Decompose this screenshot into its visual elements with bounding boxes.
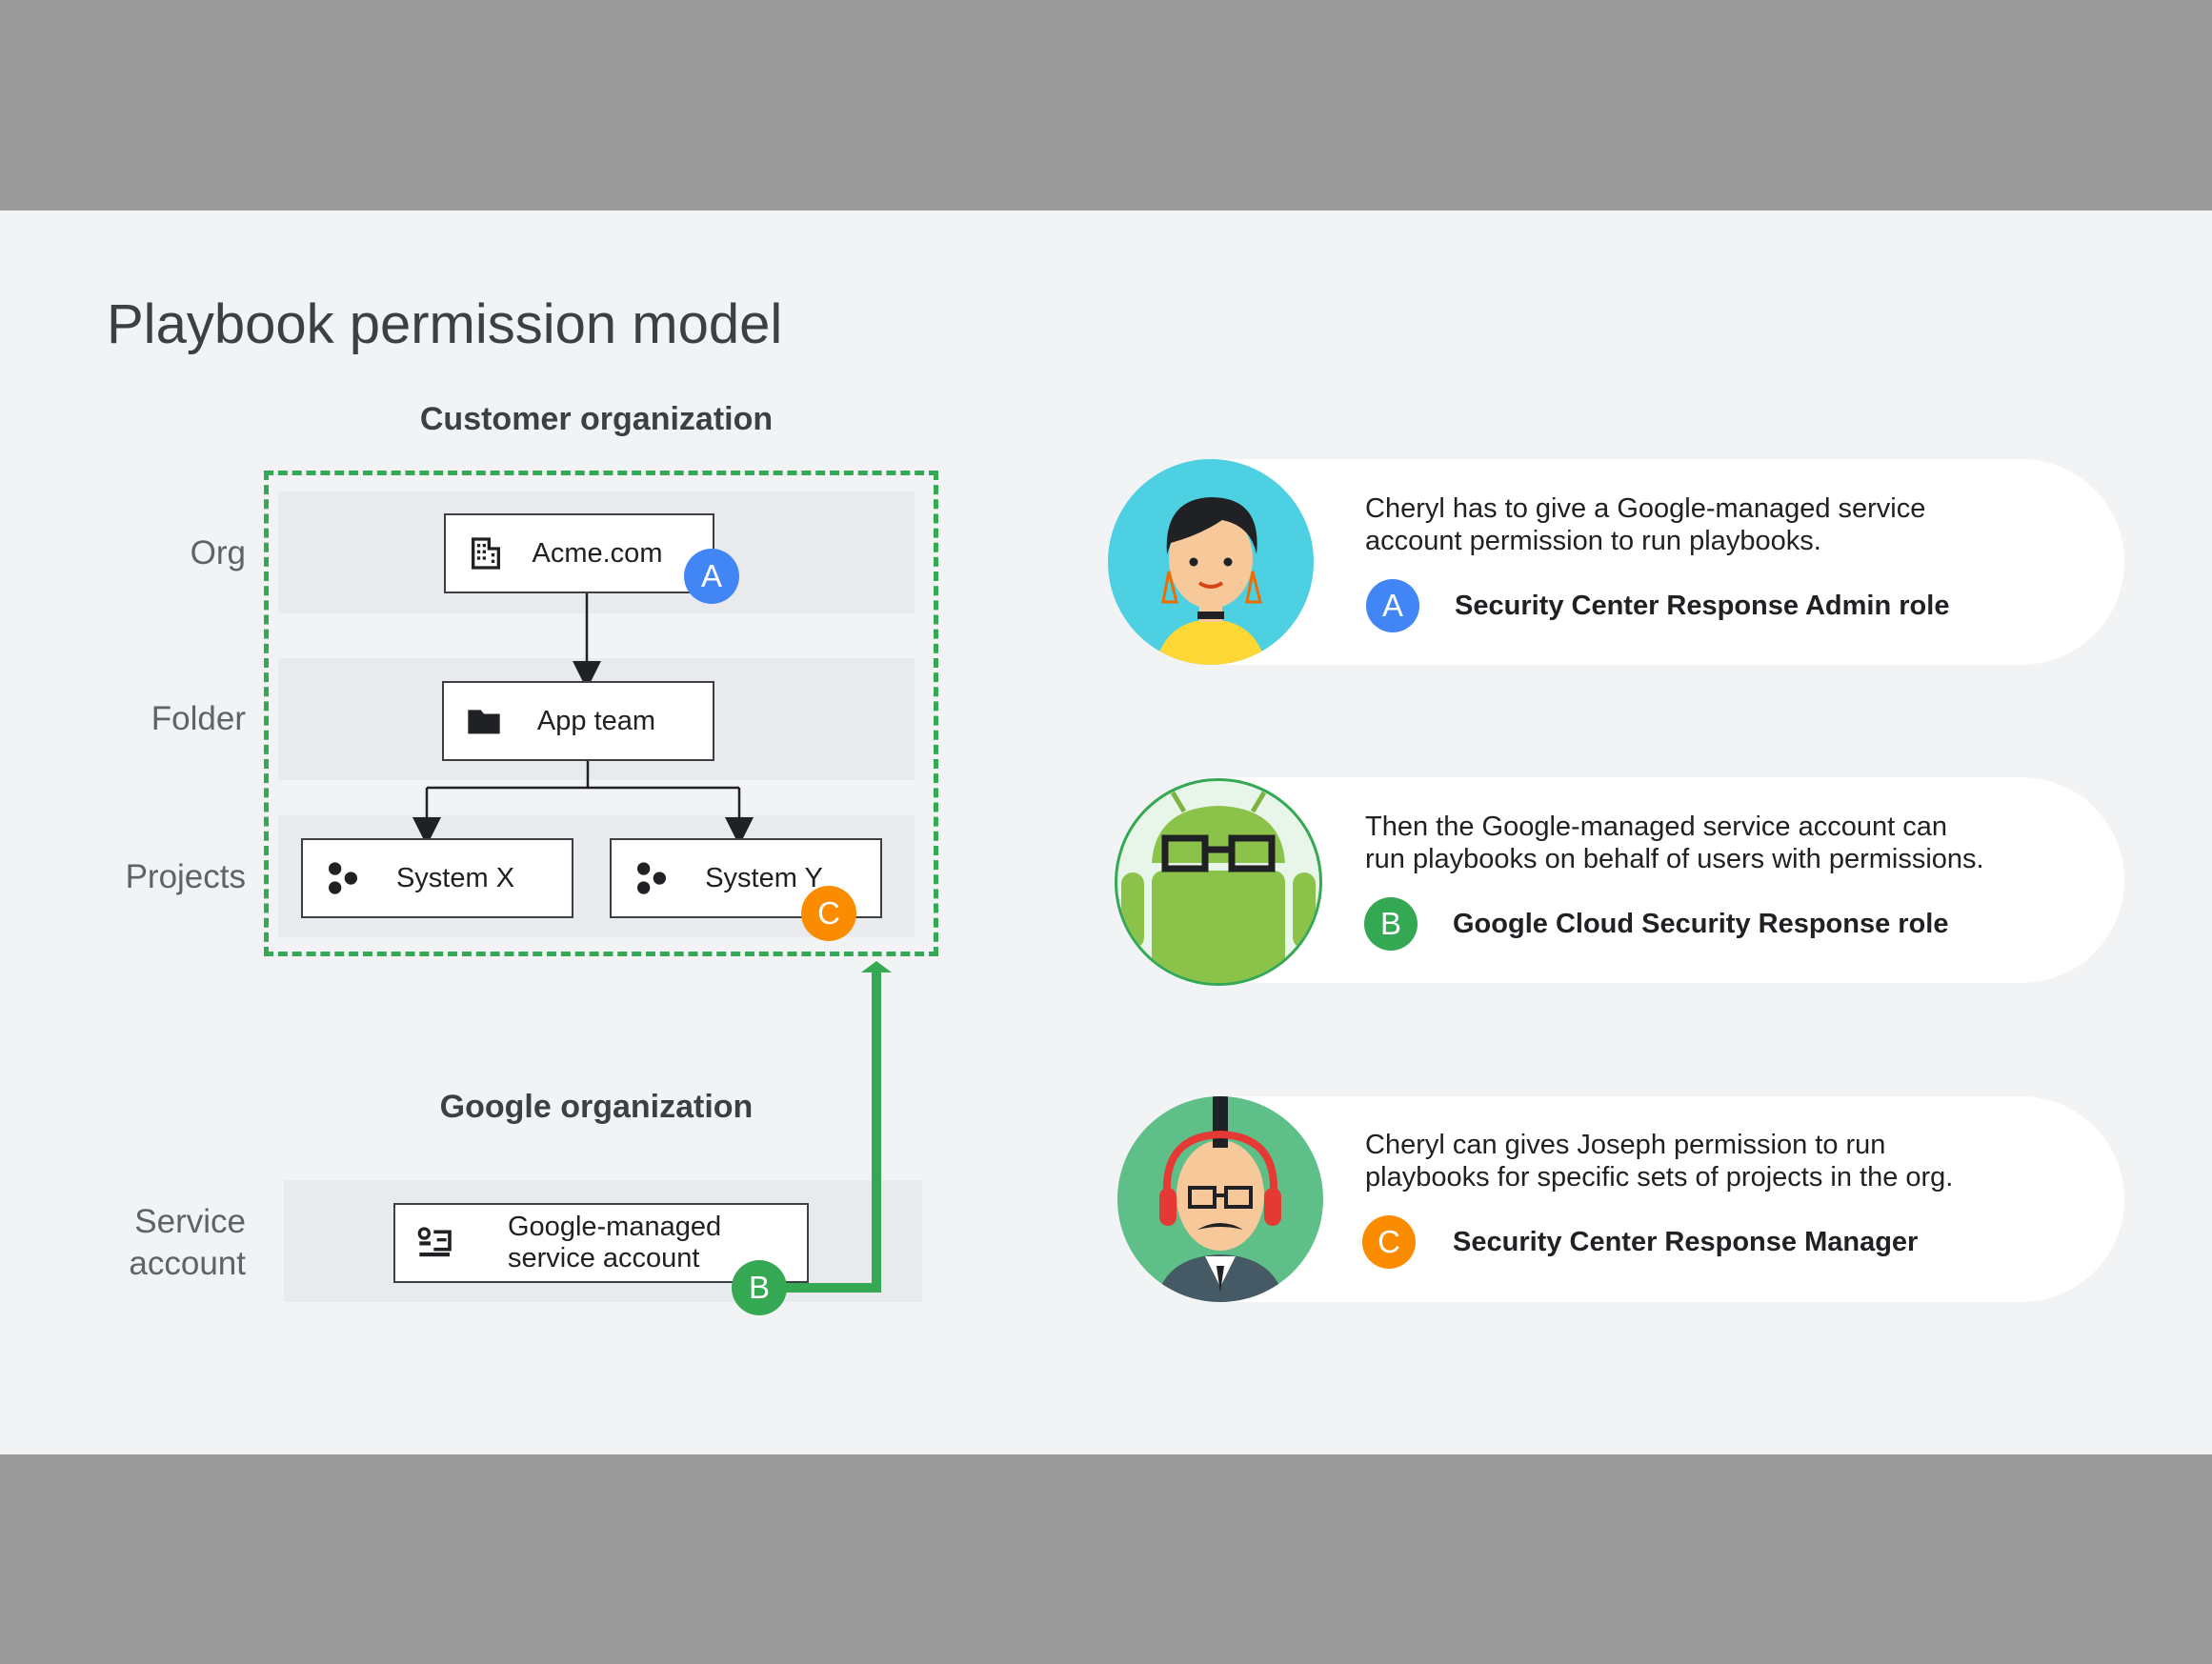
level-label-projects: Projects (125, 858, 246, 895)
node-system-y-label: System Y (705, 862, 823, 893)
card-manager-description: Cheryl can gives Joseph permission to ru… (1365, 1130, 1954, 1193)
badge-c-system-y: C (801, 886, 856, 941)
customer-org-dashed-border (264, 471, 938, 956)
card-manager (1210, 1096, 2124, 1302)
node-google-service-account-label: Google-managed service account (508, 1212, 722, 1273)
node-app-team[interactable]: App team (442, 681, 714, 761)
level-label-service-account: Service account (129, 1203, 246, 1282)
badge-b-card: B (1364, 897, 1418, 951)
google-org-heading: Google organization (439, 1089, 754, 1125)
woman-avatar (1108, 459, 1314, 665)
badge-b-service-account: B (732, 1260, 787, 1315)
badge-a-card: A (1366, 579, 1419, 632)
node-system-x-label: System X (395, 862, 515, 893)
service-account-icon (417, 1227, 452, 1257)
folder-icon (468, 710, 500, 734)
card-admin-description: Cheryl has to give a Google-managed serv… (1365, 493, 1926, 556)
node-acme[interactable]: Acme.com (444, 513, 714, 593)
card-service-account (1210, 777, 2124, 983)
page-title: Playbook permission model (107, 293, 783, 355)
hierarchy-connectors (412, 591, 754, 846)
badge-c-card: C (1362, 1215, 1416, 1269)
level-label-org: Org (190, 534, 246, 571)
customer-org-heading: Customer organization (419, 401, 774, 437)
card-service-account-description: Then the Google-managed service account … (1365, 812, 1984, 874)
project-icon (637, 862, 666, 894)
card-admin (1210, 459, 2124, 665)
card-service-account-role: Google Cloud Security Response role (1453, 909, 1949, 939)
slide: Playbook permission model Customer organ… (0, 211, 2212, 1454)
building-icon (472, 537, 500, 570)
card-admin-role: Security Center Response Admin role (1455, 591, 1950, 621)
project-icon (329, 862, 357, 894)
card-manager-role: Security Center Response Manager (1453, 1227, 1919, 1257)
permission-arrow (759, 961, 892, 1293)
level-label-folder: Folder (151, 700, 246, 737)
badge-a-acme: A (684, 549, 739, 604)
man-headphones-avatar (1117, 1096, 1323, 1302)
node-system-x[interactable]: System X (301, 838, 573, 918)
node-app-team-label: App team (536, 705, 656, 736)
node-acme-label: Acme.com (532, 537, 663, 569)
android-avatar (1115, 778, 1322, 986)
